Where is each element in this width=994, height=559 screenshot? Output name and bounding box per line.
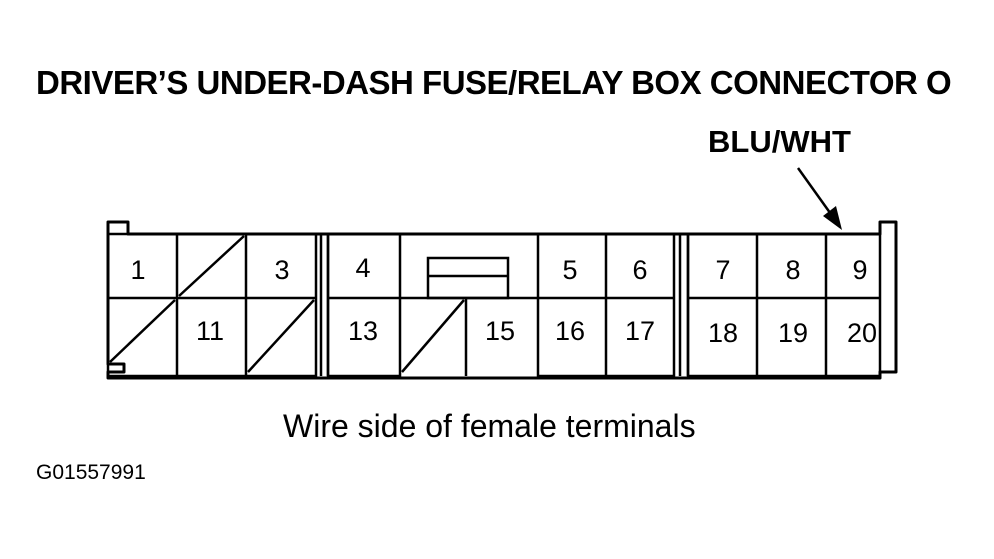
pin-label-15: 15: [485, 316, 515, 346]
pin-label-9: 9: [852, 255, 867, 285]
unused-cavity-10: [109, 299, 176, 363]
unused-cavity-marks: [109, 235, 465, 373]
wire-color-label: BLU/WHT: [708, 124, 851, 159]
pin-labels: 1 3 4 5 6 7 8 9 11 13 15 16 17 18 19 20: [130, 253, 877, 348]
connector-housing: [106, 220, 898, 380]
pin-label-4: 4: [355, 253, 370, 283]
pin-label-20: 20: [847, 318, 877, 348]
pin-label-19: 19: [778, 318, 808, 348]
pin-label-8: 8: [785, 255, 800, 285]
pin-label-1: 1: [130, 255, 145, 285]
pin-label-18: 18: [708, 318, 738, 348]
unused-cavity-14: [401, 299, 465, 373]
pin-label-11: 11: [196, 316, 224, 346]
figure-code: G01557991: [36, 461, 146, 484]
unused-cavity-2: [178, 235, 245, 297]
pin-label-7: 7: [715, 255, 730, 285]
pointer-arrow: [796, 167, 842, 230]
diagram-title: DRIVER’S UNDER-DASH FUSE/RELAY BOX CONNE…: [36, 64, 952, 101]
connector-cavities: [106, 232, 882, 378]
pin-label-17: 17: [625, 316, 655, 346]
pin-label-16: 16: [555, 316, 585, 346]
pin-label-6: 6: [632, 255, 647, 285]
pin-label-13: 13: [348, 316, 378, 346]
unused-cavity-12: [247, 299, 315, 373]
diagram-caption: Wire side of female terminals: [283, 408, 696, 444]
pin-label-5: 5: [562, 255, 577, 285]
pin-label-3: 3: [274, 255, 289, 285]
